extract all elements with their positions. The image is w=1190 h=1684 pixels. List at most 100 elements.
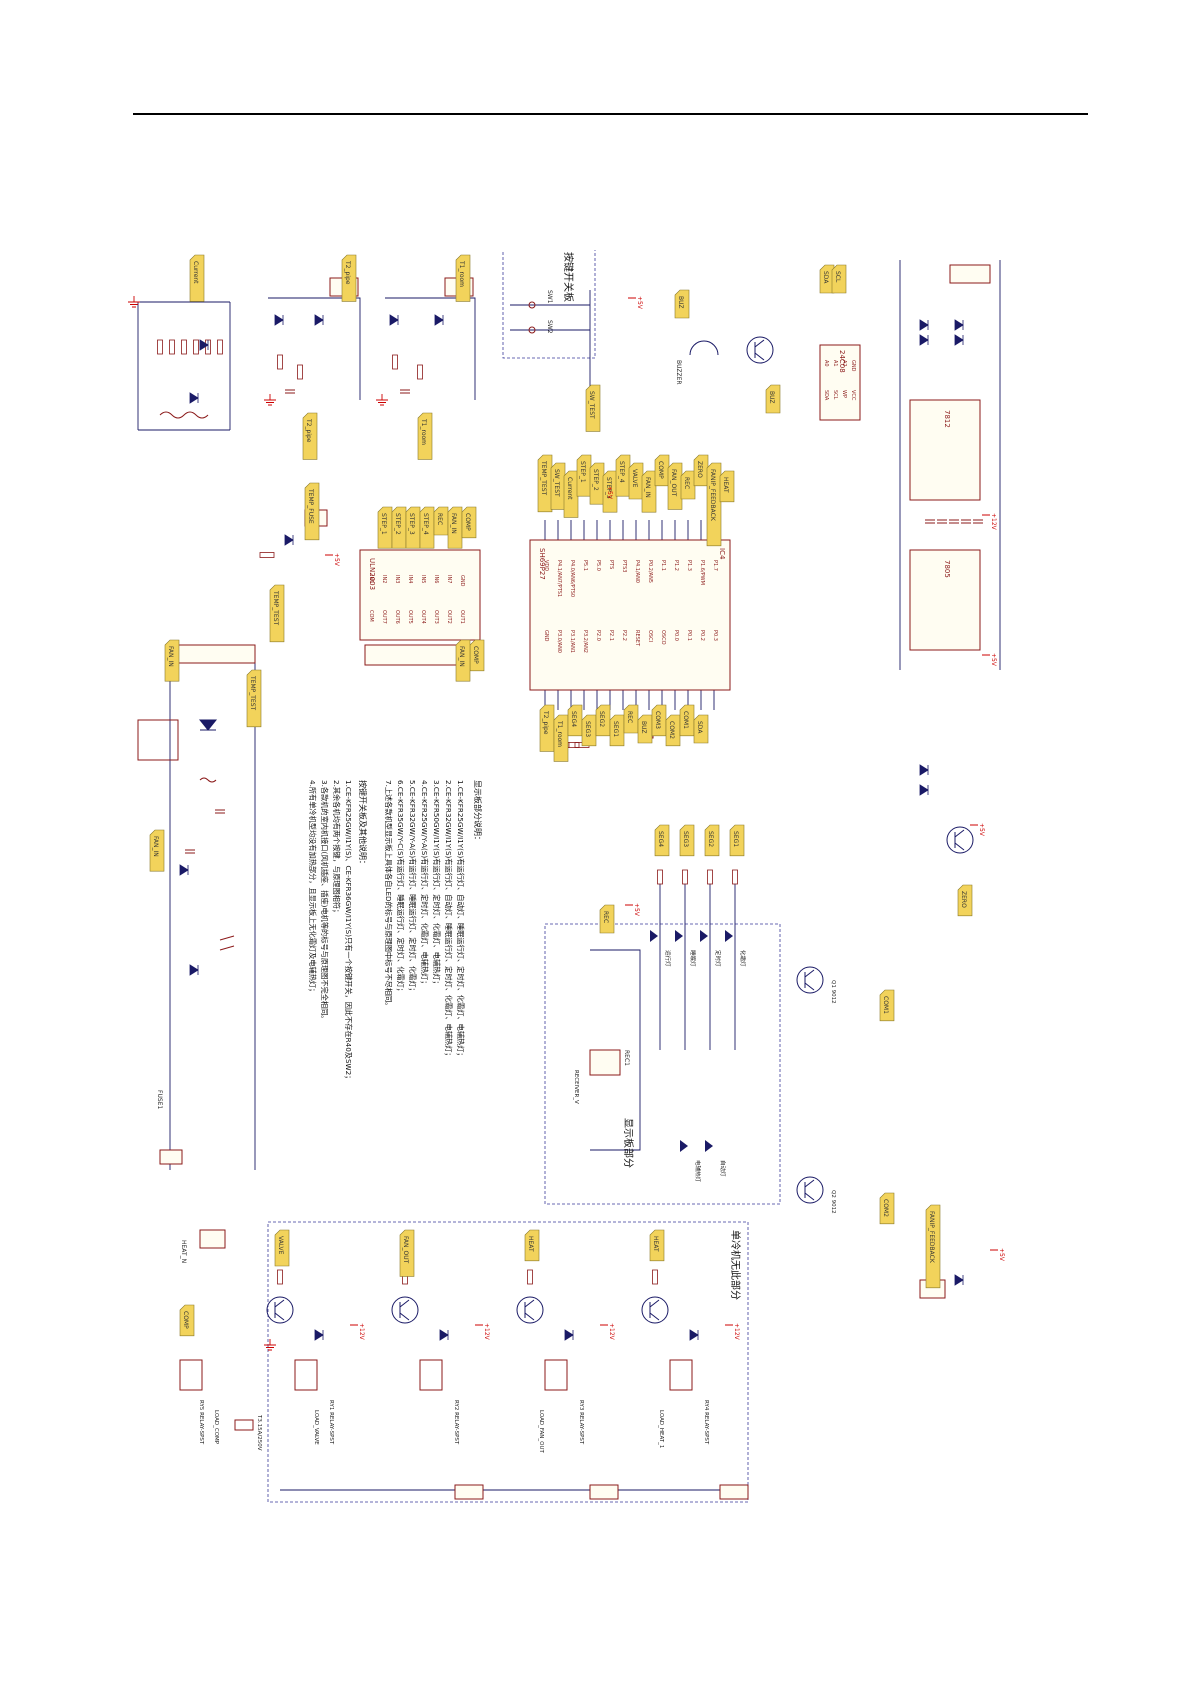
- net-label-mcu-7: VALVE: [631, 469, 638, 488]
- chip-24c08-pin-2: A2: [841, 360, 847, 367]
- net-label-mcu-14: HEAT: [722, 477, 729, 493]
- inductor-l1: [199, 777, 217, 783]
- net-label-mcu-b-0: T2_pipe: [542, 710, 549, 735]
- net-label-buz-flag: [674, 289, 690, 319]
- cap-psu-2: [949, 519, 959, 524]
- chip-24c08-pin-3: GND: [850, 360, 856, 372]
- chip-uln-pin-1: IN2: [381, 575, 387, 583]
- chip-mcu-pin-left-6: PTS3: [621, 560, 627, 572]
- diode-d14: [284, 534, 294, 546]
- ground-3: [376, 394, 388, 406]
- chip-uln-pin-2: IN3: [394, 575, 400, 583]
- wire: [590, 949, 641, 1151]
- chip-mcu-pin-right-0: GND: [543, 630, 549, 642]
- notes-title: 显示板部分说明：: [473, 780, 483, 844]
- varistor-zr1: [219, 935, 235, 951]
- chip-mcu-pin-left-9: P1.1: [660, 560, 666, 571]
- net-label-rec-display-flag: [599, 904, 615, 934]
- transistor-q12-pins: [804, 1179, 815, 1201]
- net-label-mcu-b-9: COM2: [668, 721, 675, 739]
- diode-d1: [919, 319, 929, 331]
- led-2: [700, 930, 708, 942]
- net-label-uln-4: REC: [436, 513, 443, 525]
- connector-cn1: [169, 644, 256, 664]
- diode-relay-3: [689, 1329, 699, 1341]
- power-5v-fb: +5V: [998, 1248, 1005, 1262]
- chip-uln2003-label: ULN2003: [368, 558, 376, 590]
- transistor-relay-2-pins: [524, 1299, 535, 1321]
- net-label-mcu-13-flag: [706, 462, 722, 547]
- transistor-q4: [946, 826, 974, 854]
- chip-mcu-pin-right-7: RESET: [634, 630, 640, 647]
- chip-mcu-pin-left-1: P4.1/AN7/PTS1: [556, 560, 562, 597]
- resistor-display-2: [707, 869, 713, 885]
- notes-line-6: 7.上述各款机型显示板上具体各自LED的标号与原理图中标号不尽相同。: [384, 780, 393, 1009]
- chip-mcu-ref: IC4: [718, 548, 726, 560]
- chip-mcu-pin-right-5: P2.1: [608, 630, 614, 641]
- switch-sw2: [528, 326, 536, 334]
- net-label-mcu-b-11-flag: [693, 714, 709, 744]
- net-label-relay-1-flag: [399, 1229, 415, 1277]
- net-label-t2-pipe-flag: [341, 254, 357, 302]
- net-label-mcu-12: ZERO: [696, 461, 703, 478]
- diode-d10: [189, 392, 199, 404]
- chip-24c08-pin-5: SCL: [832, 390, 838, 400]
- net-label-mcu-11: REC: [683, 477, 690, 489]
- net-label-rec-display: REC: [602, 911, 609, 923]
- led-0: [650, 930, 658, 942]
- connector-cn2: [719, 1484, 749, 1500]
- fuse-label: FUSE1: [156, 1090, 163, 1109]
- net-label-fanin-uln: FAN_IN: [458, 646, 465, 667]
- net-label-mcu-8: FAN_IN: [644, 477, 651, 498]
- resistor-relay-2: [527, 1269, 533, 1285]
- relay-label-0: RY1 RELAY-SPST: [328, 1400, 334, 1445]
- current-transformer: [159, 411, 209, 419]
- led-label-3: 化霜灯: [739, 950, 747, 967]
- net-label-fan-in: FAN_IN: [152, 836, 159, 857]
- power-5v-psu: +5V: [990, 653, 997, 667]
- diode-d6: [389, 314, 399, 326]
- transistor-relay-3-pins: [649, 1299, 660, 1321]
- net-label-com2-flag: [879, 1192, 895, 1225]
- cooling-region: [267, 1221, 749, 1503]
- net-label-mcu-10: FAN_OUT: [670, 469, 677, 497]
- ground-1: [128, 296, 140, 308]
- diode-d13: [954, 1274, 964, 1286]
- net-label-mcu-b-2: SEG4: [570, 711, 577, 727]
- diode-d11: [179, 864, 189, 876]
- chip-24c08: [819, 344, 861, 421]
- ground-relay: [264, 1339, 276, 1351]
- power-12v-relay-2: +12V: [608, 1323, 615, 1341]
- net-label-mcu-4: STEP_2: [592, 469, 599, 491]
- transistor-q11-pins: [804, 969, 815, 991]
- led-b-1: [705, 1140, 713, 1152]
- fuse-fuse1: [234, 1419, 254, 1431]
- chip-mcu-pin-left-5: PTS: [608, 560, 614, 569]
- relay-coil-0: [294, 1359, 318, 1391]
- resistor-relay-0: [277, 1269, 283, 1285]
- connector-cn12: [159, 1149, 183, 1165]
- relay-coil-3: [669, 1359, 693, 1391]
- resistor-r10: [417, 364, 423, 380]
- chip-uln-pin-14: OUT2: [446, 610, 452, 624]
- chip-uln-pin-12: OUT4: [420, 610, 426, 624]
- net-label-uln-2: STEP_3: [408, 513, 415, 535]
- net-label-uln-3: STEP_4: [422, 513, 429, 535]
- diode-d2: [954, 319, 964, 331]
- resistor-display-0: [657, 869, 663, 885]
- net-label-relay-3-flag: [649, 1229, 665, 1262]
- net-label-com1: COM1: [882, 996, 889, 1014]
- net-label-display-seg1: SEG1: [732, 831, 739, 847]
- ground-2: [264, 394, 276, 406]
- net-label-buz-b-flag: [765, 384, 781, 414]
- net-label-relay-2: HEAT: [527, 1236, 534, 1252]
- receiver-label: REC1: [623, 1050, 630, 1066]
- transistor-buzzer: [746, 336, 774, 364]
- led-label-2: 定时灯: [714, 950, 722, 967]
- relay-coil-comp: [179, 1359, 203, 1391]
- chip-uln-pin-9: OUT7: [381, 610, 387, 624]
- resistor-5: [217, 339, 223, 355]
- notes2-line-3: 4.所有单冷机型均没有加热部分，且显示板上无化霜灯及电辅热灯；: [308, 780, 317, 995]
- chip-mcu-pin-right-1: P3.0/AN0: [556, 630, 562, 653]
